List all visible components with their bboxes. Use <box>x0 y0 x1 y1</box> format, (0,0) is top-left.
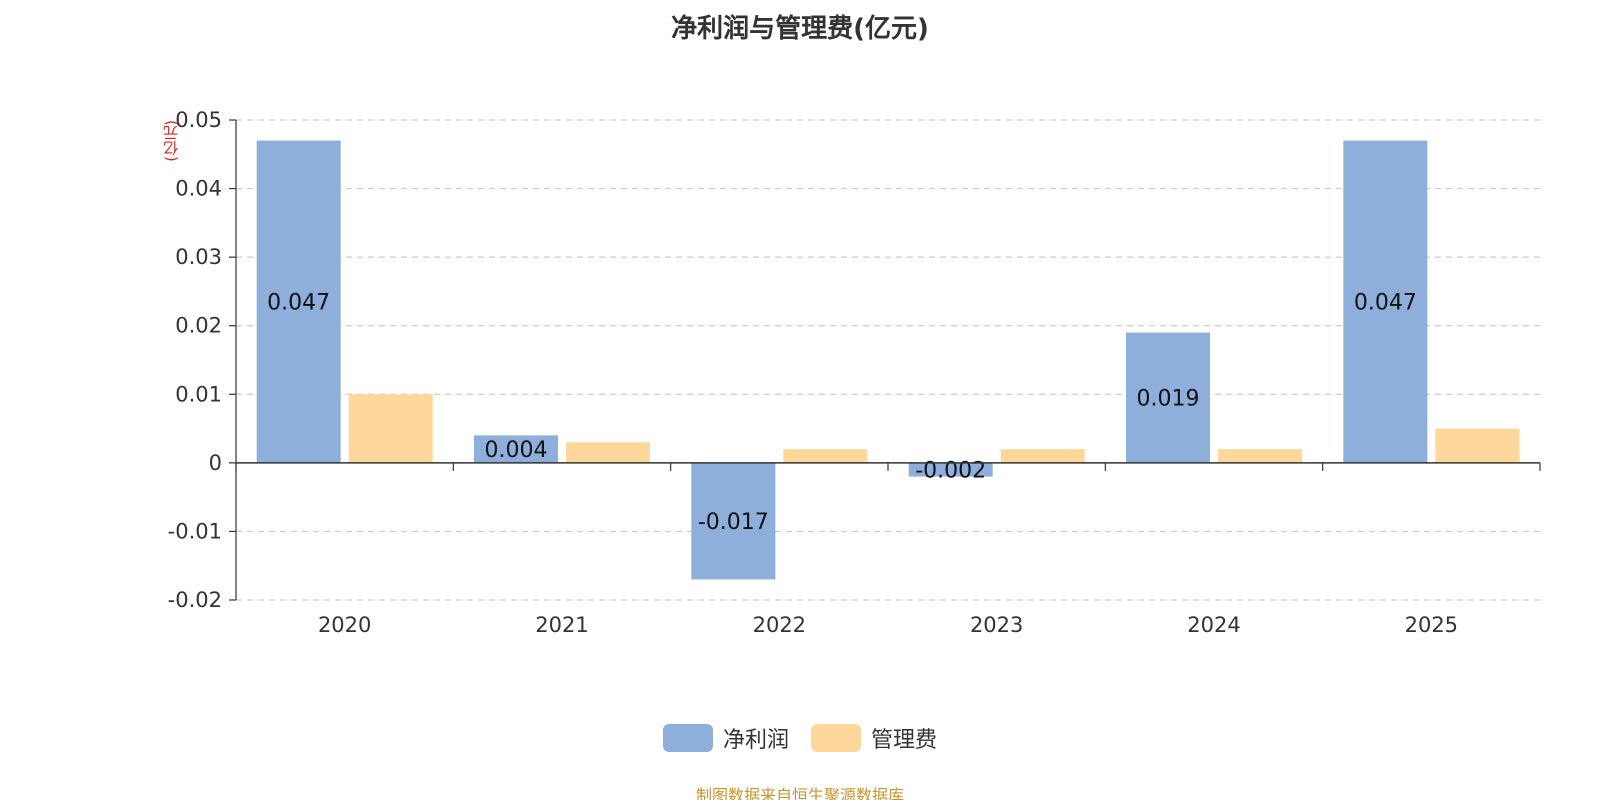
y-tick-label: 0.02 <box>175 314 222 338</box>
bar-net-profit-2021 <box>474 435 558 463</box>
x-tick-label: 2023 <box>970 613 1023 637</box>
bar-net-profit-2025 <box>1343 140 1428 463</box>
x-tick-label: 2021 <box>535 613 588 637</box>
y-tick-label: -0.01 <box>168 519 222 543</box>
bar-net-profit-2022 <box>691 462 776 580</box>
data-label: 0.004 <box>485 438 548 463</box>
y-tick-label: 0 <box>209 451 222 475</box>
bar-admin-expense-2025 <box>1435 428 1520 463</box>
bar-admin-expense-2021 <box>566 442 650 463</box>
bar-net-profit-2023 <box>908 462 993 477</box>
legend-label-admin-expense: 管理费 <box>871 728 938 753</box>
y-tick-label: -0.02 <box>168 588 222 612</box>
legend: 净利润 管理费 <box>0 722 1600 754</box>
bar-admin-expense-2023 <box>1000 449 1085 463</box>
x-tick-label: 2024 <box>1187 613 1240 637</box>
data-label: -0.017 <box>698 510 769 535</box>
legend-swatch-net-profit <box>662 724 713 752</box>
bar-net-profit-2020 <box>256 140 341 463</box>
bar-admin-expense-2020 <box>348 394 433 463</box>
x-tick-label: 2025 <box>1405 613 1458 637</box>
data-label: 0.047 <box>267 291 330 316</box>
bar-chart-plot: -0.02 -0.01 0 0.01 0.02 0.03 0.04 0.05 0.047 2020… <box>168 108 1541 637</box>
x-tick-label: 2022 <box>753 613 806 637</box>
data-source-note: 制图数据来自恒生聚源数据库 <box>695 786 904 800</box>
y-tick-label: 0.03 <box>175 245 222 269</box>
legend-label-net-profit: 净利润 <box>722 728 789 753</box>
x-tick-label: 2020 <box>318 613 371 637</box>
legend-item-admin-expense[interactable]: 管理费 <box>811 722 937 754</box>
legend-swatch-admin-expense <box>811 724 861 752</box>
y-tick-label: 0.05 <box>175 108 222 132</box>
bar-admin-expense-2022 <box>783 449 868 463</box>
data-label: 0.019 <box>1137 387 1200 412</box>
y-tick-label: 0.04 <box>175 177 222 201</box>
y-tick-label: 0.01 <box>175 382 222 406</box>
data-label: 0.047 <box>1354 291 1417 316</box>
bar-admin-expense-2024 <box>1218 449 1302 463</box>
chart-title: 净利润与管理费(亿元) <box>671 14 929 44</box>
bar-net-profit-2024 <box>1126 332 1210 463</box>
legend-item-net-profit[interactable]: 净利润 <box>662 722 789 754</box>
